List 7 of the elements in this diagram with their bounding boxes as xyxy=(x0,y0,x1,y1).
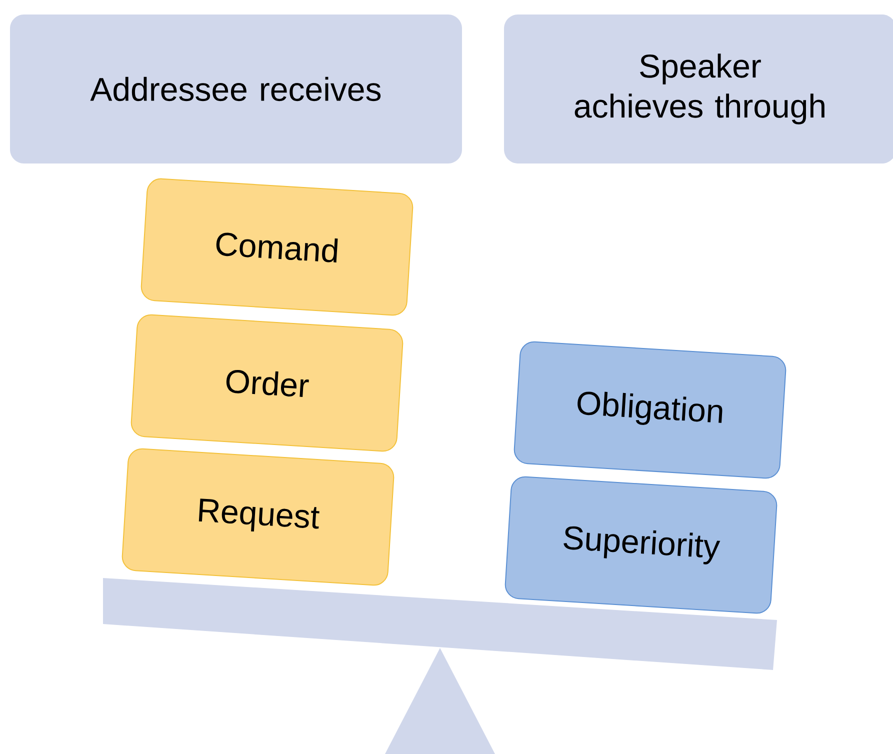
word-box: Request xyxy=(122,448,394,586)
word-box: Obligation xyxy=(514,341,786,479)
word-box: Order xyxy=(130,314,404,452)
word-box: Comand xyxy=(140,178,414,316)
word-box: Superiority xyxy=(504,476,778,614)
header-box: Speaker achieves through xyxy=(504,14,893,164)
header-box: Addressee receives xyxy=(10,14,462,164)
